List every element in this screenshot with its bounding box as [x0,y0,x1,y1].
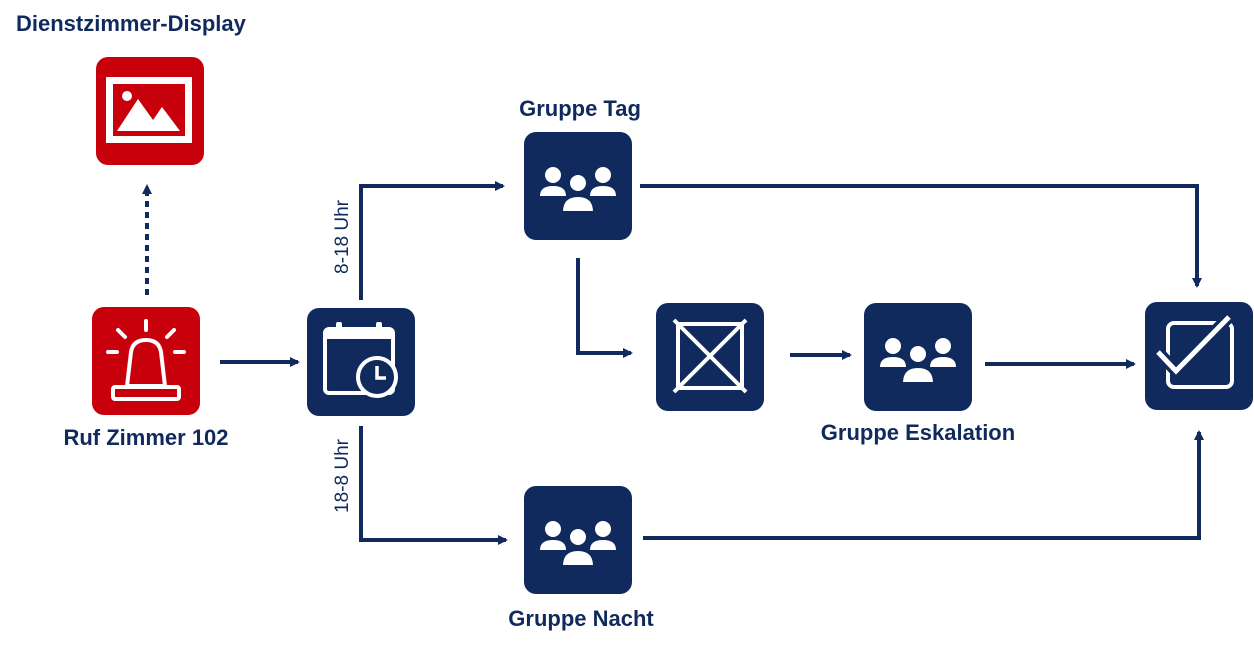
users-group-icon [880,338,956,384]
call-node [92,307,200,415]
arrow-schedule-to-night [359,426,508,545]
schedule-node [307,308,415,416]
users-group-icon [540,167,616,213]
label-call: Ruf Zimmer 102 [63,425,228,450]
display-node [96,57,204,165]
label-display: Dienstzimmer-Display [16,11,247,36]
alarm-light-icon [106,319,186,401]
calendar-clock-icon [323,322,398,398]
label-time-day: 8-18 Uhr [332,199,353,274]
cross-box-icon [672,318,748,394]
group-escalation-node [864,303,972,411]
checkbox-checked-icon [1153,312,1234,389]
group-day-node [524,132,632,240]
arrow-schedule-to-day [359,181,505,300]
label-group-day: Gruppe Tag [519,96,641,121]
arrow-day-to-fail [576,258,633,358]
label-time-night: 18-8 Uhr [332,438,353,513]
image-icon [106,77,192,143]
arrow-day-to-done [640,184,1202,288]
users-group-icon [540,521,616,567]
done-node [1145,302,1253,410]
connectors [142,181,1204,545]
group-night-node [524,486,632,594]
arrow-night-to-done [643,430,1204,540]
fail-node [656,303,764,411]
label-group-escalation: Gruppe Eskalation [821,420,1015,445]
label-group-night: Gruppe Nacht [508,606,654,631]
